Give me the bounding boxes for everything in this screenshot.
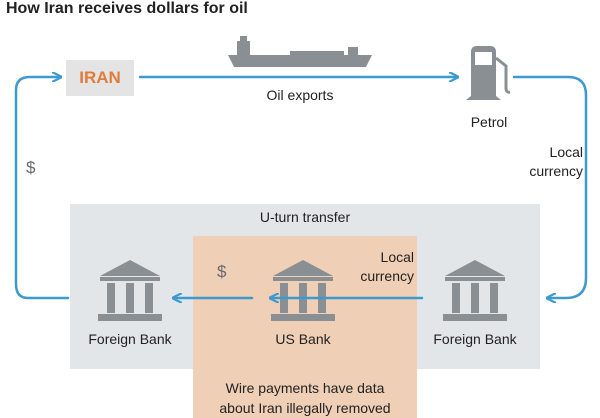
local-currency-arrow [512, 75, 588, 298]
dollar-return-arrow [14, 77, 70, 300]
iran-label: IRAN [79, 68, 121, 87]
local-currency-outer-label: Local currency [529, 144, 583, 179]
uturn-transfer-label: U-turn transfer [259, 209, 351, 225]
bank-icon [98, 260, 162, 321]
wire-note-line-1: Wire payments have data [225, 380, 385, 396]
foreign-bank-left-label: Foreign Bank [88, 331, 172, 347]
diagram-title: How Iran receives dollars for oil [6, 0, 248, 17]
petrol-label: Petrol [470, 114, 508, 130]
bank-icon [443, 260, 507, 321]
us-bank-label: US Bank [275, 331, 331, 347]
foreign-bank-right-label: Foreign Bank [433, 331, 517, 347]
dollar-outer-label: $ [26, 158, 36, 177]
wire-payments-note: Wire payments have data about Iran illeg… [193, 378, 417, 418]
iran-node: IRAN [66, 60, 134, 96]
iran-box-bg [66, 60, 134, 96]
local-currency-inner-label: Local currency [360, 249, 414, 284]
tanker-ship-icon [228, 36, 372, 67]
dollar-inner-label: $ [217, 262, 227, 281]
fuel-pump-icon [466, 46, 511, 100]
oil-exports-label: Oil exports [266, 87, 334, 103]
wire-note-line-2: about Iran illegally removed [219, 400, 391, 416]
